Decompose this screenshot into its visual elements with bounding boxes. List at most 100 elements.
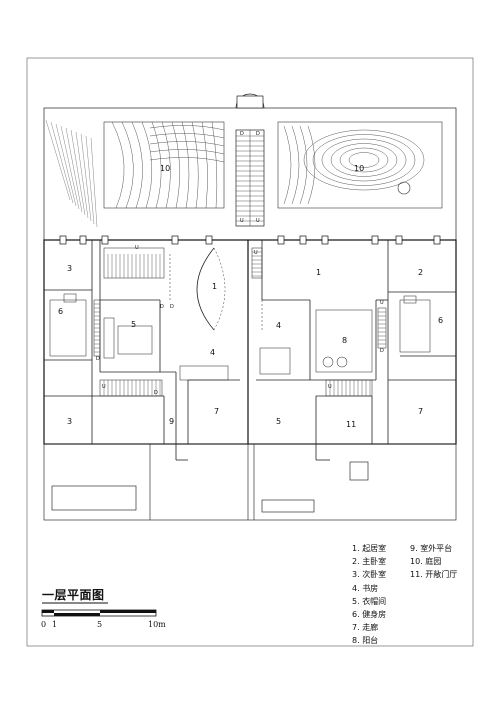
legend-item: 8. 阳台	[352, 636, 379, 646]
garden-left-bed	[103, 121, 225, 209]
room-label-foyer: 11	[346, 420, 356, 429]
column	[171, 235, 179, 245]
stair-mark-down: D	[256, 131, 260, 137]
contour-line	[151, 121, 162, 209]
room-label-balcony: 8	[342, 336, 347, 345]
contour-line	[303, 129, 425, 191]
sheet-frame	[26, 57, 474, 647]
column	[101, 235, 109, 245]
stair-mark-down: D	[240, 131, 244, 137]
legend-item: 4. 书房	[352, 583, 379, 593]
hatch-line	[55, 123, 77, 207]
room-label-gym-right: 6	[438, 316, 443, 325]
column	[205, 235, 213, 245]
hatch-line	[70, 129, 86, 216]
legend-item: 7. 走廊	[352, 623, 379, 633]
room-label-closet-right: 5	[276, 417, 281, 426]
hatch-line	[65, 127, 83, 213]
legend-item: 6. 健身房	[352, 610, 387, 620]
room-label-study-right: 4	[276, 321, 281, 330]
contour-line	[161, 121, 171, 209]
column	[277, 235, 285, 245]
room-label-living-right: 1	[316, 268, 321, 277]
contour-line	[348, 152, 380, 168]
stair-mark-up: U	[102, 384, 106, 390]
stair-mark-up: U	[135, 245, 139, 251]
interior-walls	[44, 240, 456, 461]
contour-line	[291, 125, 300, 205]
column	[59, 235, 67, 245]
room-label-garden-right: 10	[354, 164, 364, 173]
room-label-living-left: 1	[212, 282, 217, 291]
stair-mark-up: U	[254, 250, 258, 256]
stair-mark-down: D	[96, 356, 100, 362]
scale-label: 0	[41, 620, 47, 629]
contour-line	[121, 121, 134, 209]
legend-item: 5. 衣帽间	[352, 596, 387, 606]
garden-fountain	[397, 181, 411, 195]
column	[321, 235, 329, 245]
stair-mark-down: D	[380, 348, 384, 354]
room-label-corridor-right: 7	[418, 407, 423, 416]
hatch-line	[90, 137, 98, 228]
room-label-study-left: 4	[210, 348, 215, 357]
room-label-gym-left: 6	[58, 307, 63, 316]
contour-line	[149, 125, 225, 131]
room-label-bed-left-top: 3	[67, 264, 72, 273]
garden-right-bed	[277, 121, 443, 209]
stair-mark-up: U	[240, 218, 244, 224]
dashed-lines	[169, 247, 263, 331]
stair-mark-up: U	[380, 300, 384, 306]
legend-item: 2. 主卧室	[352, 557, 387, 567]
legend-item: 1. 起居室	[352, 544, 387, 553]
column	[79, 235, 87, 245]
contour-line	[149, 157, 225, 163]
contour-line	[307, 125, 316, 205]
hatch-line	[45, 119, 71, 201]
contour-line	[131, 121, 143, 209]
legend-item: 3. 次卧室	[352, 570, 387, 580]
stair-mark-down: D	[170, 304, 174, 310]
scale-label: 5	[97, 620, 103, 629]
column	[395, 235, 403, 245]
outdoor-lower-zone	[43, 443, 457, 521]
room-label-garden-left: 10	[160, 164, 170, 173]
contour-line	[141, 121, 153, 209]
contour-line	[111, 121, 125, 209]
stair-marks: D D U U U D D U D U U D D U	[96, 131, 384, 396]
building-walls	[43, 239, 457, 445]
scale-bar	[41, 609, 157, 617]
contour-line	[149, 149, 225, 155]
contour-line	[181, 121, 190, 209]
contour-line	[321, 138, 407, 182]
room-label-terrace: 9	[169, 417, 174, 426]
scale-label: 10m	[148, 620, 166, 629]
hatch-line	[80, 133, 92, 222]
contour-line	[339, 147, 389, 173]
legend-item: 9. 室外平台	[410, 544, 453, 553]
contour-line	[149, 133, 225, 139]
stair-mark-down: D	[160, 304, 164, 310]
contour-line	[171, 121, 180, 209]
column	[299, 235, 307, 245]
contour-line	[330, 143, 398, 177]
room-legend: 1. 起居室 9. 室外平台 2. 主卧室 10. 庭园 3. 次卧室 11. …	[352, 542, 482, 648]
column	[433, 235, 441, 245]
contour-line	[201, 121, 208, 209]
hatch-line	[85, 135, 95, 225]
contour-line	[299, 125, 308, 205]
scale-label: 1	[52, 620, 58, 629]
room-label-corridor-left: 7	[214, 407, 219, 416]
contour-line	[191, 121, 199, 209]
stair-mark-up: U	[328, 384, 332, 390]
hatch-line	[60, 125, 80, 210]
drawing-title: 一层平面图	[42, 588, 105, 602]
room-labels: 10 10 1 1 2 3 3 4 4 5 5 6 6 7 7 8 9 11	[58, 164, 443, 429]
room-label-closet-left: 5	[131, 320, 136, 329]
fixtures	[49, 247, 431, 397]
room-label-bed-left-bottom: 3	[67, 417, 72, 426]
contour-line	[149, 141, 225, 147]
column	[371, 235, 379, 245]
contour-line	[211, 121, 218, 209]
